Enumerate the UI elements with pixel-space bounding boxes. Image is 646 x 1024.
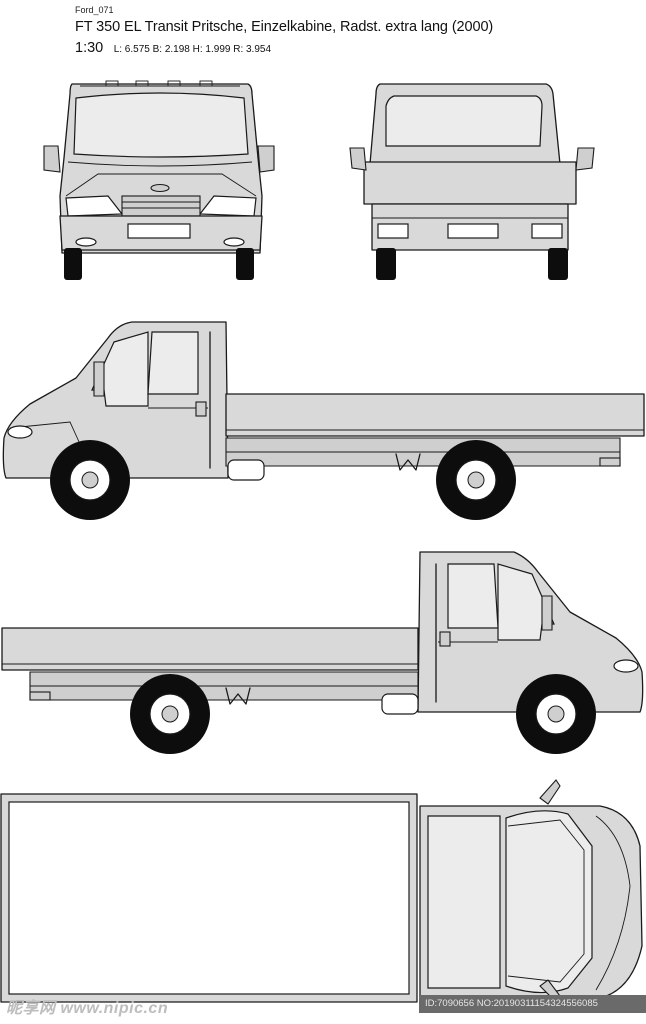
right-side-view-body [1, 551, 644, 754]
scale-label: 1:30 [75, 40, 104, 56]
rear-view [349, 83, 595, 280]
dimensions-label: L: 6.575 B: 2.198 H: 1.999 R: 3.954 [113, 44, 272, 55]
front-view-body [43, 80, 275, 280]
top-view [0, 779, 643, 1003]
rear-view-body [349, 83, 595, 280]
image-id-stamp: ID:7090656 NO:20190311154324556085 [419, 995, 646, 1013]
top-view-body [0, 779, 643, 1003]
spec-line: 1:30 L: 6.575 B: 2.198 H: 1.999 R: 3.954 [75, 39, 271, 57]
model-title: FT 350 EL Transit Pritsche, Einzelkabine… [75, 19, 494, 35]
watermark-text: 昵享网 www.nipic.cn [6, 1000, 169, 1017]
left-side-view-body [2, 321, 645, 520]
model-code: Ford_071 [75, 5, 114, 15]
front-view [43, 80, 275, 280]
left-side-view [2, 321, 645, 520]
right-side-view [1, 551, 644, 754]
